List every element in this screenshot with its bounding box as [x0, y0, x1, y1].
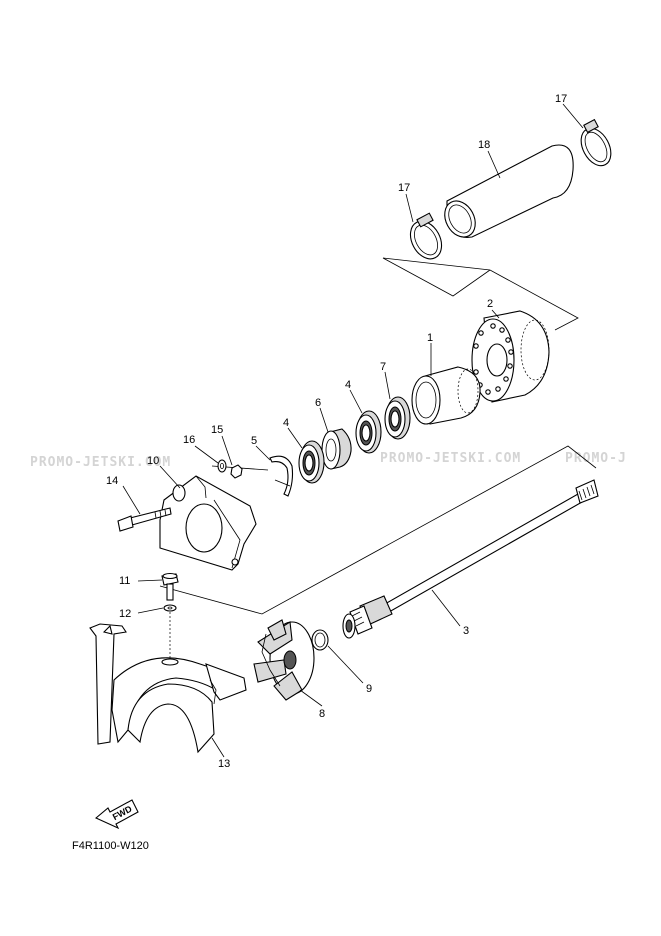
- callout-8: 8: [319, 708, 325, 720]
- callout-6: 6: [315, 397, 321, 409]
- part-11-bolt: [161, 572, 179, 601]
- callout-17-lower: 17: [398, 182, 410, 194]
- callout-5: 5: [251, 435, 257, 447]
- fwd-arrow-icon: FWD: [94, 799, 139, 830]
- part-14-bolt: [117, 507, 172, 532]
- guide-line-shaft: [159, 445, 597, 615]
- part-8-coupler: [253, 619, 315, 701]
- housing-bolt-holes: [473, 323, 514, 395]
- part-6-spacer: [321, 428, 352, 470]
- guide-line-hose: [382, 257, 579, 331]
- watermark-mid: PROMO-JETSKI.COM: [380, 451, 521, 466]
- leader-lines: [122, 103, 584, 758]
- callout-13: 13: [218, 758, 230, 770]
- part-1-sleeve: [411, 366, 481, 425]
- callout-4-upper: 4: [345, 379, 351, 391]
- diagram-code: F4R1100-W120: [72, 840, 149, 852]
- part-4-bearing-upper: [355, 410, 382, 454]
- callout-10: 10: [147, 455, 159, 467]
- part-4-bearing-lower: [298, 440, 325, 484]
- watermark: PROMO-JETSKI.COM PROMO-JETSKI.COM PROMO-…: [30, 451, 627, 470]
- callout-3: 3: [463, 625, 469, 637]
- callout-18: 18: [478, 139, 490, 151]
- part-12-washer: [163, 604, 177, 612]
- part-15-nut: [230, 464, 243, 479]
- part-17-clamp-lower: [409, 212, 443, 260]
- part-16-washer: [217, 459, 227, 473]
- part-5-circlip: [269, 455, 294, 497]
- guide-line-hose-2: [382, 257, 491, 297]
- callout-14: 14: [106, 475, 118, 487]
- callout-7: 7: [380, 361, 386, 373]
- callout-15: 15: [211, 424, 223, 436]
- callout-9: 9: [366, 683, 372, 695]
- callout-12: 12: [119, 608, 131, 620]
- watermark-left: PROMO-JETSKI.COM: [30, 455, 171, 470]
- callout-1: 1: [427, 332, 433, 344]
- callout-4-lower: 4: [283, 417, 289, 429]
- callout-17-upper: 17: [555, 93, 567, 105]
- callout-2: 2: [487, 298, 493, 310]
- part-13-guard: [89, 623, 247, 754]
- part-18-hose: [444, 144, 574, 238]
- part-9-washer: [311, 629, 329, 651]
- part-7-bearing: [384, 396, 411, 440]
- part-10-cover-plate: [159, 475, 257, 571]
- callout-16: 16: [183, 434, 195, 446]
- callout-11: 11: [119, 575, 130, 587]
- part-2-bearing-housing: [471, 310, 550, 403]
- part-3-drive-shaft: [342, 479, 599, 639]
- part-17-clamp-upper: [580, 118, 612, 167]
- watermark-right: PROMO-J: [565, 451, 627, 466]
- callouts: 17 18 17 2 1 7 4 6 4 5 15 16 10 14 11 12…: [106, 93, 567, 770]
